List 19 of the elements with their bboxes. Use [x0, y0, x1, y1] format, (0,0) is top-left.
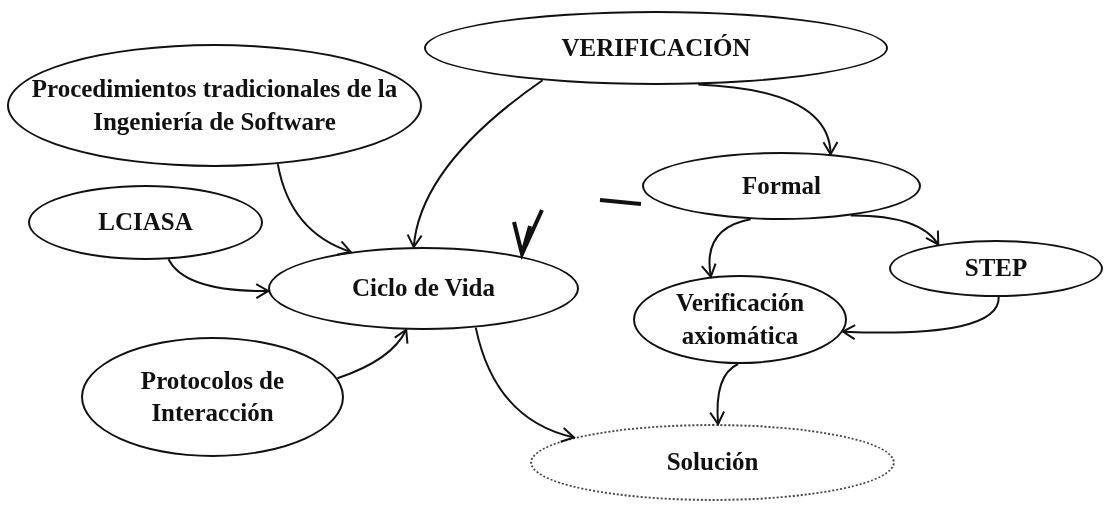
node-label: Protocolos de Interacción: [139, 365, 286, 428]
arrow: [407, 79, 544, 249]
arrow: [336, 328, 408, 380]
arrow: [697, 83, 838, 156]
node-label: Ciclo de Vida: [351, 273, 496, 304]
arrow: [841, 296, 1000, 341]
arrow: [167, 258, 270, 299]
node-label: Procedimientos tradicionales de la Ingeniería de Software: [30, 74, 399, 137]
node-label: Formal: [741, 170, 822, 201]
node-label: Solución: [666, 447, 759, 478]
node-label: VERIFICACIÓN: [561, 32, 751, 63]
arrow: [701, 218, 752, 278]
arrow: [849, 214, 940, 246]
arrow: [276, 163, 352, 256]
arrow: [474, 326, 575, 443]
node-label: LCIASA: [98, 207, 193, 238]
node-label: STEP: [964, 253, 1028, 284]
arrow: [709, 363, 740, 425]
node-label: Verificación axiomática: [674, 288, 806, 351]
